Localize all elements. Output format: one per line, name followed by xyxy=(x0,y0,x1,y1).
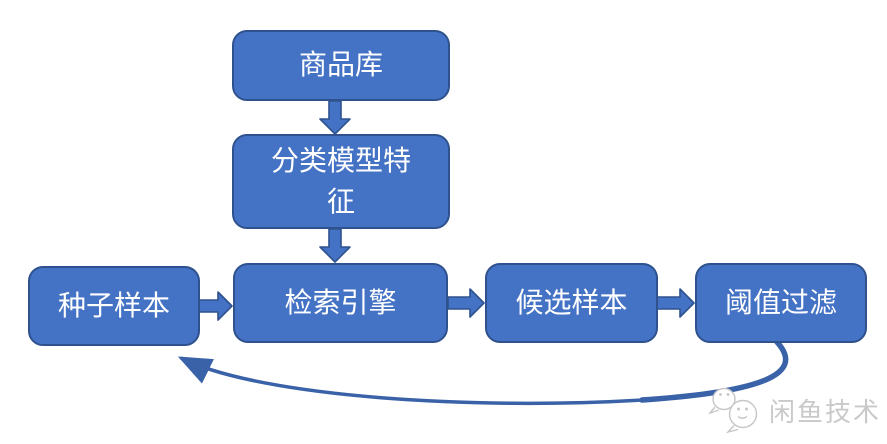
node-classification-model-features: 分类模型特征 xyxy=(232,134,450,229)
node-retrieval-engine: 检索引擎 xyxy=(233,263,448,343)
node-label: 检索引擎 xyxy=(284,286,397,318)
arrow-right-icon xyxy=(197,291,233,321)
node-label: 候选样本 xyxy=(515,286,628,318)
watermark-label: 闲鱼技术 xyxy=(769,396,882,427)
xianyu-fish-logo-icon xyxy=(708,387,758,434)
node-label: 阈值过滤 xyxy=(724,286,837,318)
arrow-right-icon xyxy=(447,288,485,318)
node-product-library: 商品库 xyxy=(232,30,450,101)
arrow-down-icon xyxy=(319,228,351,263)
node-label: 种子样本 xyxy=(57,289,170,321)
arrow-right-icon xyxy=(656,288,695,318)
arrow-down-icon xyxy=(319,100,351,135)
node-seed-samples: 种子样本 xyxy=(28,266,200,346)
node-candidate-samples: 候选样本 xyxy=(485,263,658,343)
watermark: 闲鱼技术 xyxy=(708,386,881,434)
node-threshold-filter: 阈值过滤 xyxy=(695,263,867,343)
node-label: 分类模型特征 xyxy=(270,144,411,217)
node-label: 商品库 xyxy=(298,49,383,81)
